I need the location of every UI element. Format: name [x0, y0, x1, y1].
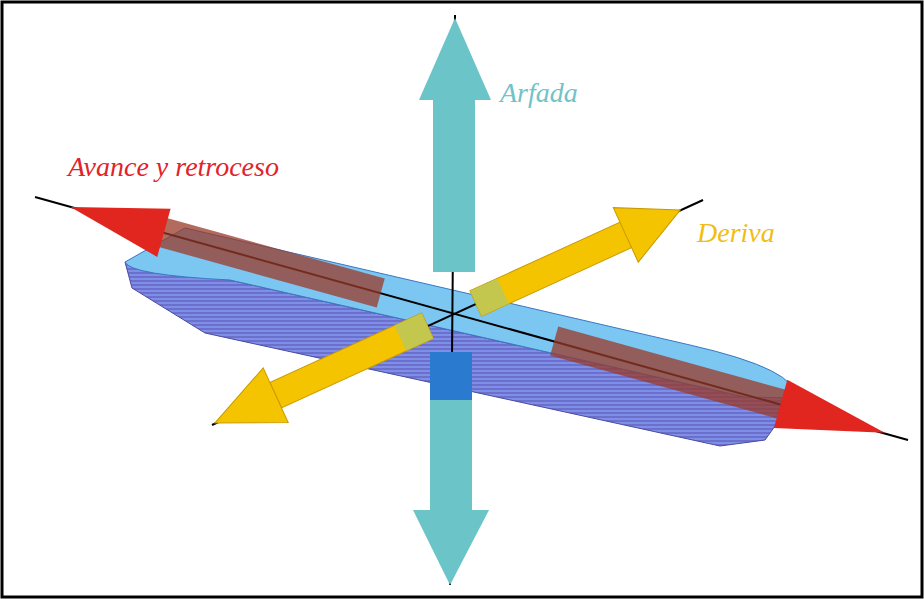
heave-arrow: [413, 18, 491, 585]
sway-label: Deriva: [697, 218, 775, 249]
surge-label: Avance y retroceso: [68, 152, 279, 183]
heave-label: Arfada: [500, 78, 578, 109]
surge-arrow: [64, 183, 892, 457]
